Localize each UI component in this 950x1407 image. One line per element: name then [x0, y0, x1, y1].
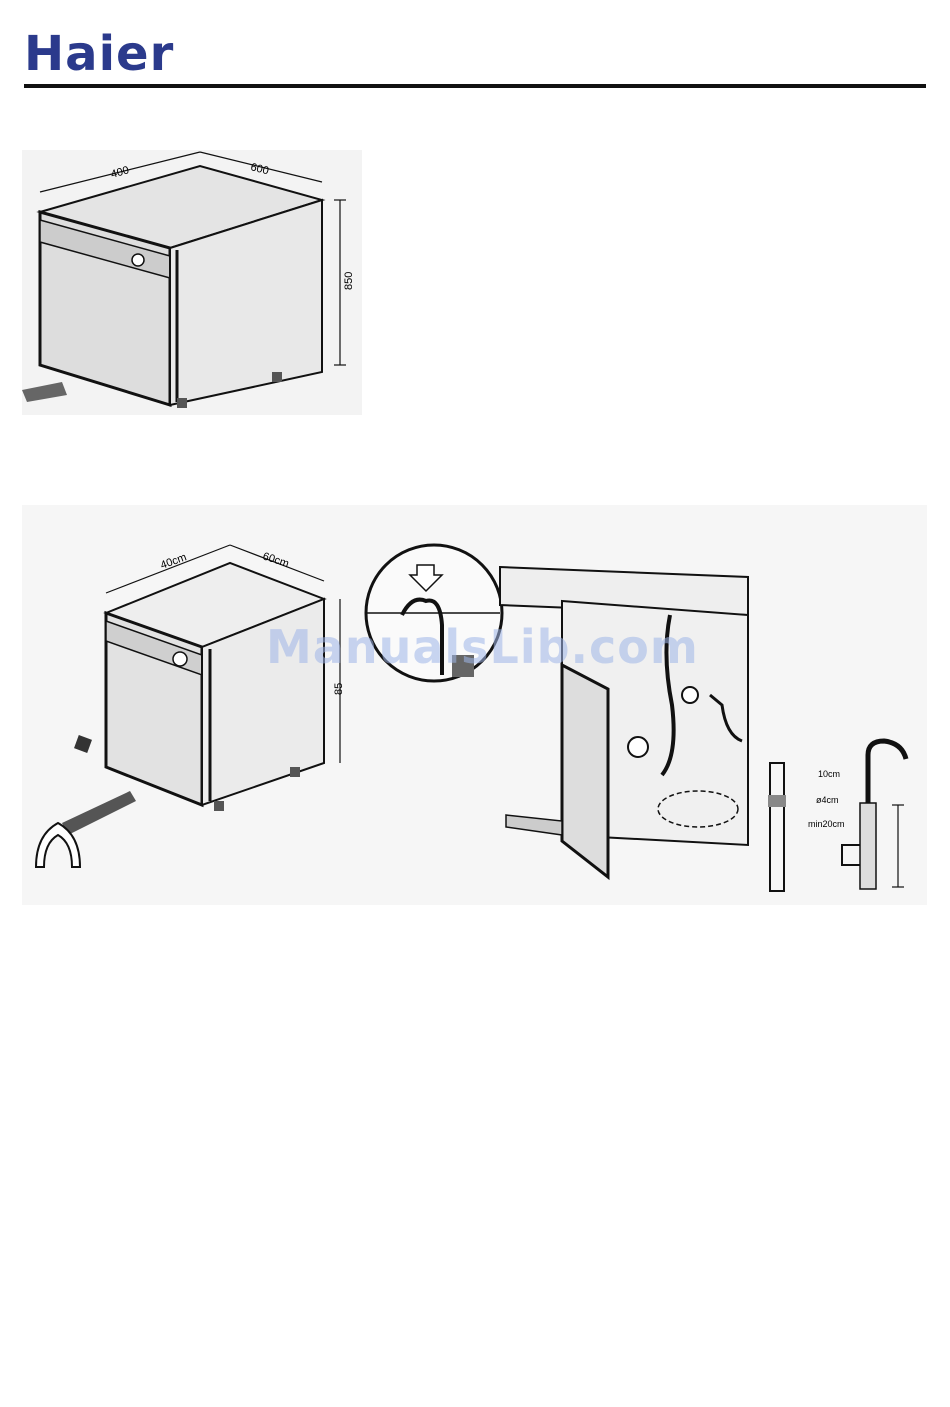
- drain-label-min: min20cm: [808, 819, 845, 829]
- drain-label-top: 10cm: [818, 769, 840, 779]
- height-dimension-label: 850: [343, 272, 355, 290]
- foot: [177, 398, 187, 408]
- brand-logo: Haier: [24, 30, 174, 78]
- installation-figure: 40cm 60cm 85 10cm ø4cm min20cm: [22, 505, 927, 905]
- watermark: ManualsLib.com: [266, 620, 699, 674]
- dishwasher-dimension-figure: 400 600 850: [22, 150, 362, 415]
- drain-label-diameter: ø4cm: [816, 795, 839, 805]
- height-dimension-label: 85: [333, 683, 345, 695]
- control-knob: [132, 254, 144, 266]
- header-rule: [24, 84, 926, 88]
- foot: [272, 372, 282, 382]
